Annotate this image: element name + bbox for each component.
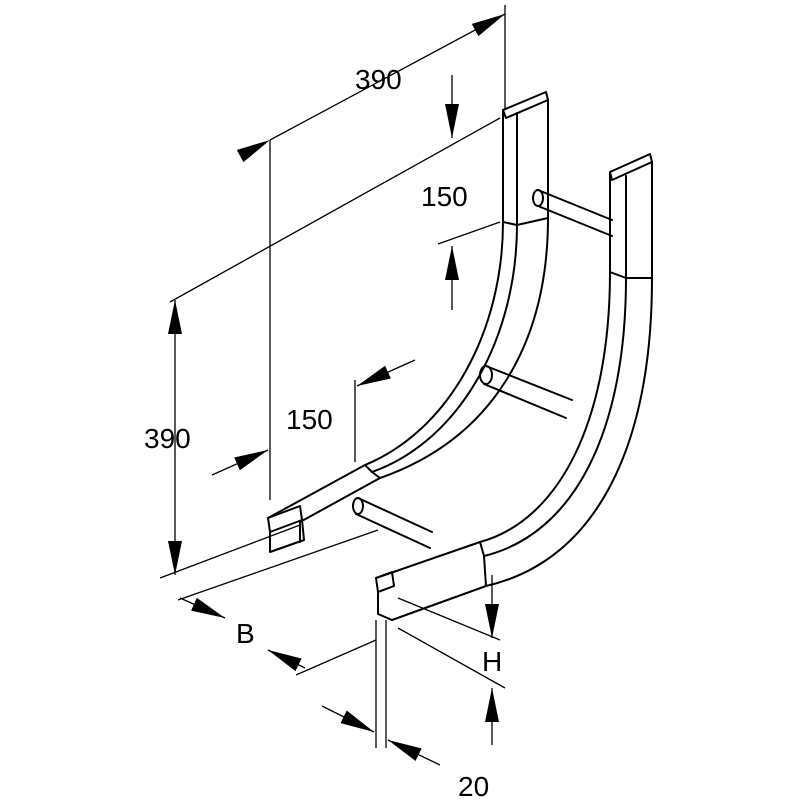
rung-middle — [479, 365, 573, 419]
label-height-h: H — [482, 646, 503, 677]
rung-bottom — [352, 497, 433, 549]
dimension-top-150 — [169, 75, 501, 310]
dimension-thickness-20 — [321, 620, 441, 766]
rung-top — [532, 189, 613, 237]
dimension-left-390 — [159, 300, 301, 579]
outer-side-rail — [375, 153, 653, 621]
inner-side-rail — [267, 91, 549, 553]
label-middle-150: 150 — [286, 404, 333, 435]
dimension-height-h — [397, 575, 506, 745]
label-width-b: B — [236, 618, 255, 649]
dimension-top-390 — [236, 5, 506, 500]
dimension-width-b — [177, 529, 379, 676]
label-left-390: 390 — [144, 423, 191, 454]
label-top-390: 390 — [355, 64, 402, 95]
label-thickness-20: 20 — [458, 771, 490, 802]
label-top-150: 150 — [421, 181, 468, 212]
dimension-middle-150 — [211, 359, 416, 476]
